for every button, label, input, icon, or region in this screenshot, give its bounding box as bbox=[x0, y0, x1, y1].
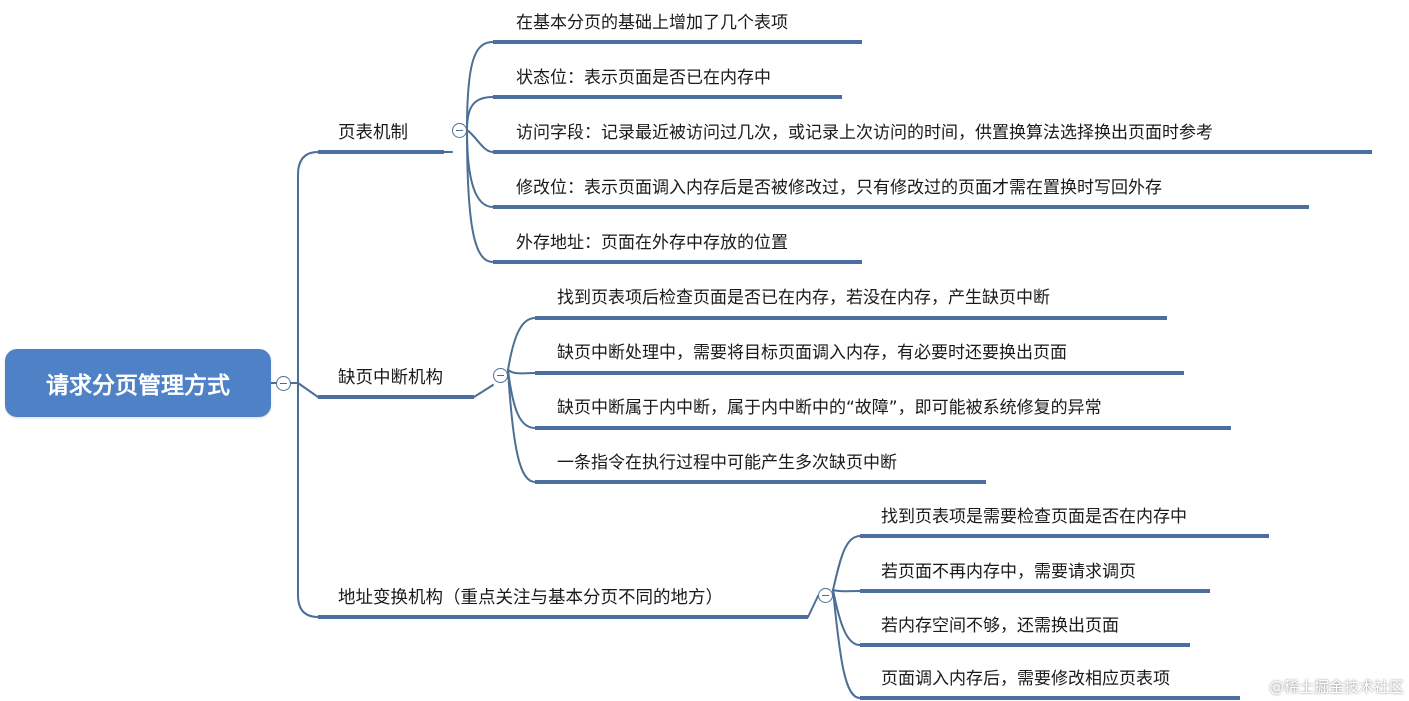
branch-2-collapse-icon[interactable] bbox=[493, 368, 508, 383]
leaf-b2-1[interactable]: 找到页表项后检查页面是否已在内存，若没在内存，产生缺页中断 bbox=[557, 288, 1050, 308]
connector-b1-c5 bbox=[466, 129, 494, 263]
connector-b3-c3 bbox=[832, 589, 861, 646]
leaf-b2-3[interactable]: 缺页中断属于内中断，属于内中断中的“故障”，即可能被系统修复的异常 bbox=[557, 398, 1102, 418]
connector-b3-stub bbox=[807, 595, 819, 618]
branch-3-collapse-icon[interactable] bbox=[818, 588, 833, 603]
leaf-b3-3[interactable]: 若内存空间不够，还需换出页面 bbox=[881, 616, 1119, 636]
connector-b2-c1 bbox=[507, 317, 536, 371]
connector-b1-c4 bbox=[466, 129, 494, 208]
connector-b2-c4 bbox=[507, 369, 536, 483]
leaf-b3-2[interactable]: 若页面不再内存中，需要请求调页 bbox=[881, 562, 1136, 582]
connector-b3-c2 bbox=[832, 589, 861, 593]
root-topic-label: 请求分页管理方式 bbox=[46, 373, 230, 399]
branch-1-collapse-icon[interactable] bbox=[452, 123, 467, 138]
connector-b3-c1 bbox=[832, 535, 861, 591]
leaf-b1-5[interactable]: 外存地址：页面在外存中存放的位置 bbox=[516, 233, 788, 253]
connector-b1-c2 bbox=[466, 96, 494, 131]
leaf-b3-4[interactable]: 页面调入内存后，需要修改相应页表项 bbox=[881, 669, 1170, 689]
leaf-b1-1[interactable]: 在基本分页的基础上增加了几个表项 bbox=[516, 13, 788, 33]
leaf-b2-4[interactable]: 一条指令在执行过程中可能产生多次缺页中断 bbox=[557, 453, 897, 473]
connector-b2-stub bbox=[473, 384, 494, 398]
connector-branch-2 bbox=[297, 382, 319, 398]
root-topic[interactable]: 请求分页管理方式 bbox=[5, 349, 271, 417]
leaf-b1-2[interactable]: 状态位：表示页面是否已在内存中 bbox=[516, 68, 771, 88]
leaf-b1-3[interactable]: 访问字段：记录最近被访问过几次，或记录上次访问的时间，供置换算法选择换出页面时参… bbox=[516, 123, 1213, 143]
leaf-b1-4[interactable]: 修改位：表示页面调入内存后是否被修改过，只有修改过的页面才需在置换时写回外存 bbox=[516, 178, 1162, 198]
branch-page-fault-mechanism[interactable]: 缺页中断机构 bbox=[338, 368, 443, 388]
watermark: @稀土掘金技术社区 bbox=[1268, 678, 1404, 696]
branch-page-table-mechanism[interactable]: 页表机制 bbox=[338, 123, 408, 143]
connector-branch-3 bbox=[297, 382, 319, 618]
connector-b2-c2 bbox=[507, 369, 536, 375]
leaf-b3-1[interactable]: 找到页表项是需要检查页面是否在内存中 bbox=[881, 507, 1187, 527]
connector-b3-c4 bbox=[832, 589, 861, 699]
root-collapse-icon[interactable] bbox=[276, 376, 291, 391]
connector-b1-c3 bbox=[466, 129, 494, 153]
connector-branch-1 bbox=[297, 151, 319, 384]
branch-address-translation[interactable]: 地址变换机构（重点关注与基本分页不同的地方） bbox=[338, 588, 723, 608]
connector-b1-c1 bbox=[466, 41, 494, 131]
leaf-b2-2[interactable]: 缺页中断处理中，需要将目标页面调入内存，有必要时还要换出页面 bbox=[557, 343, 1067, 363]
